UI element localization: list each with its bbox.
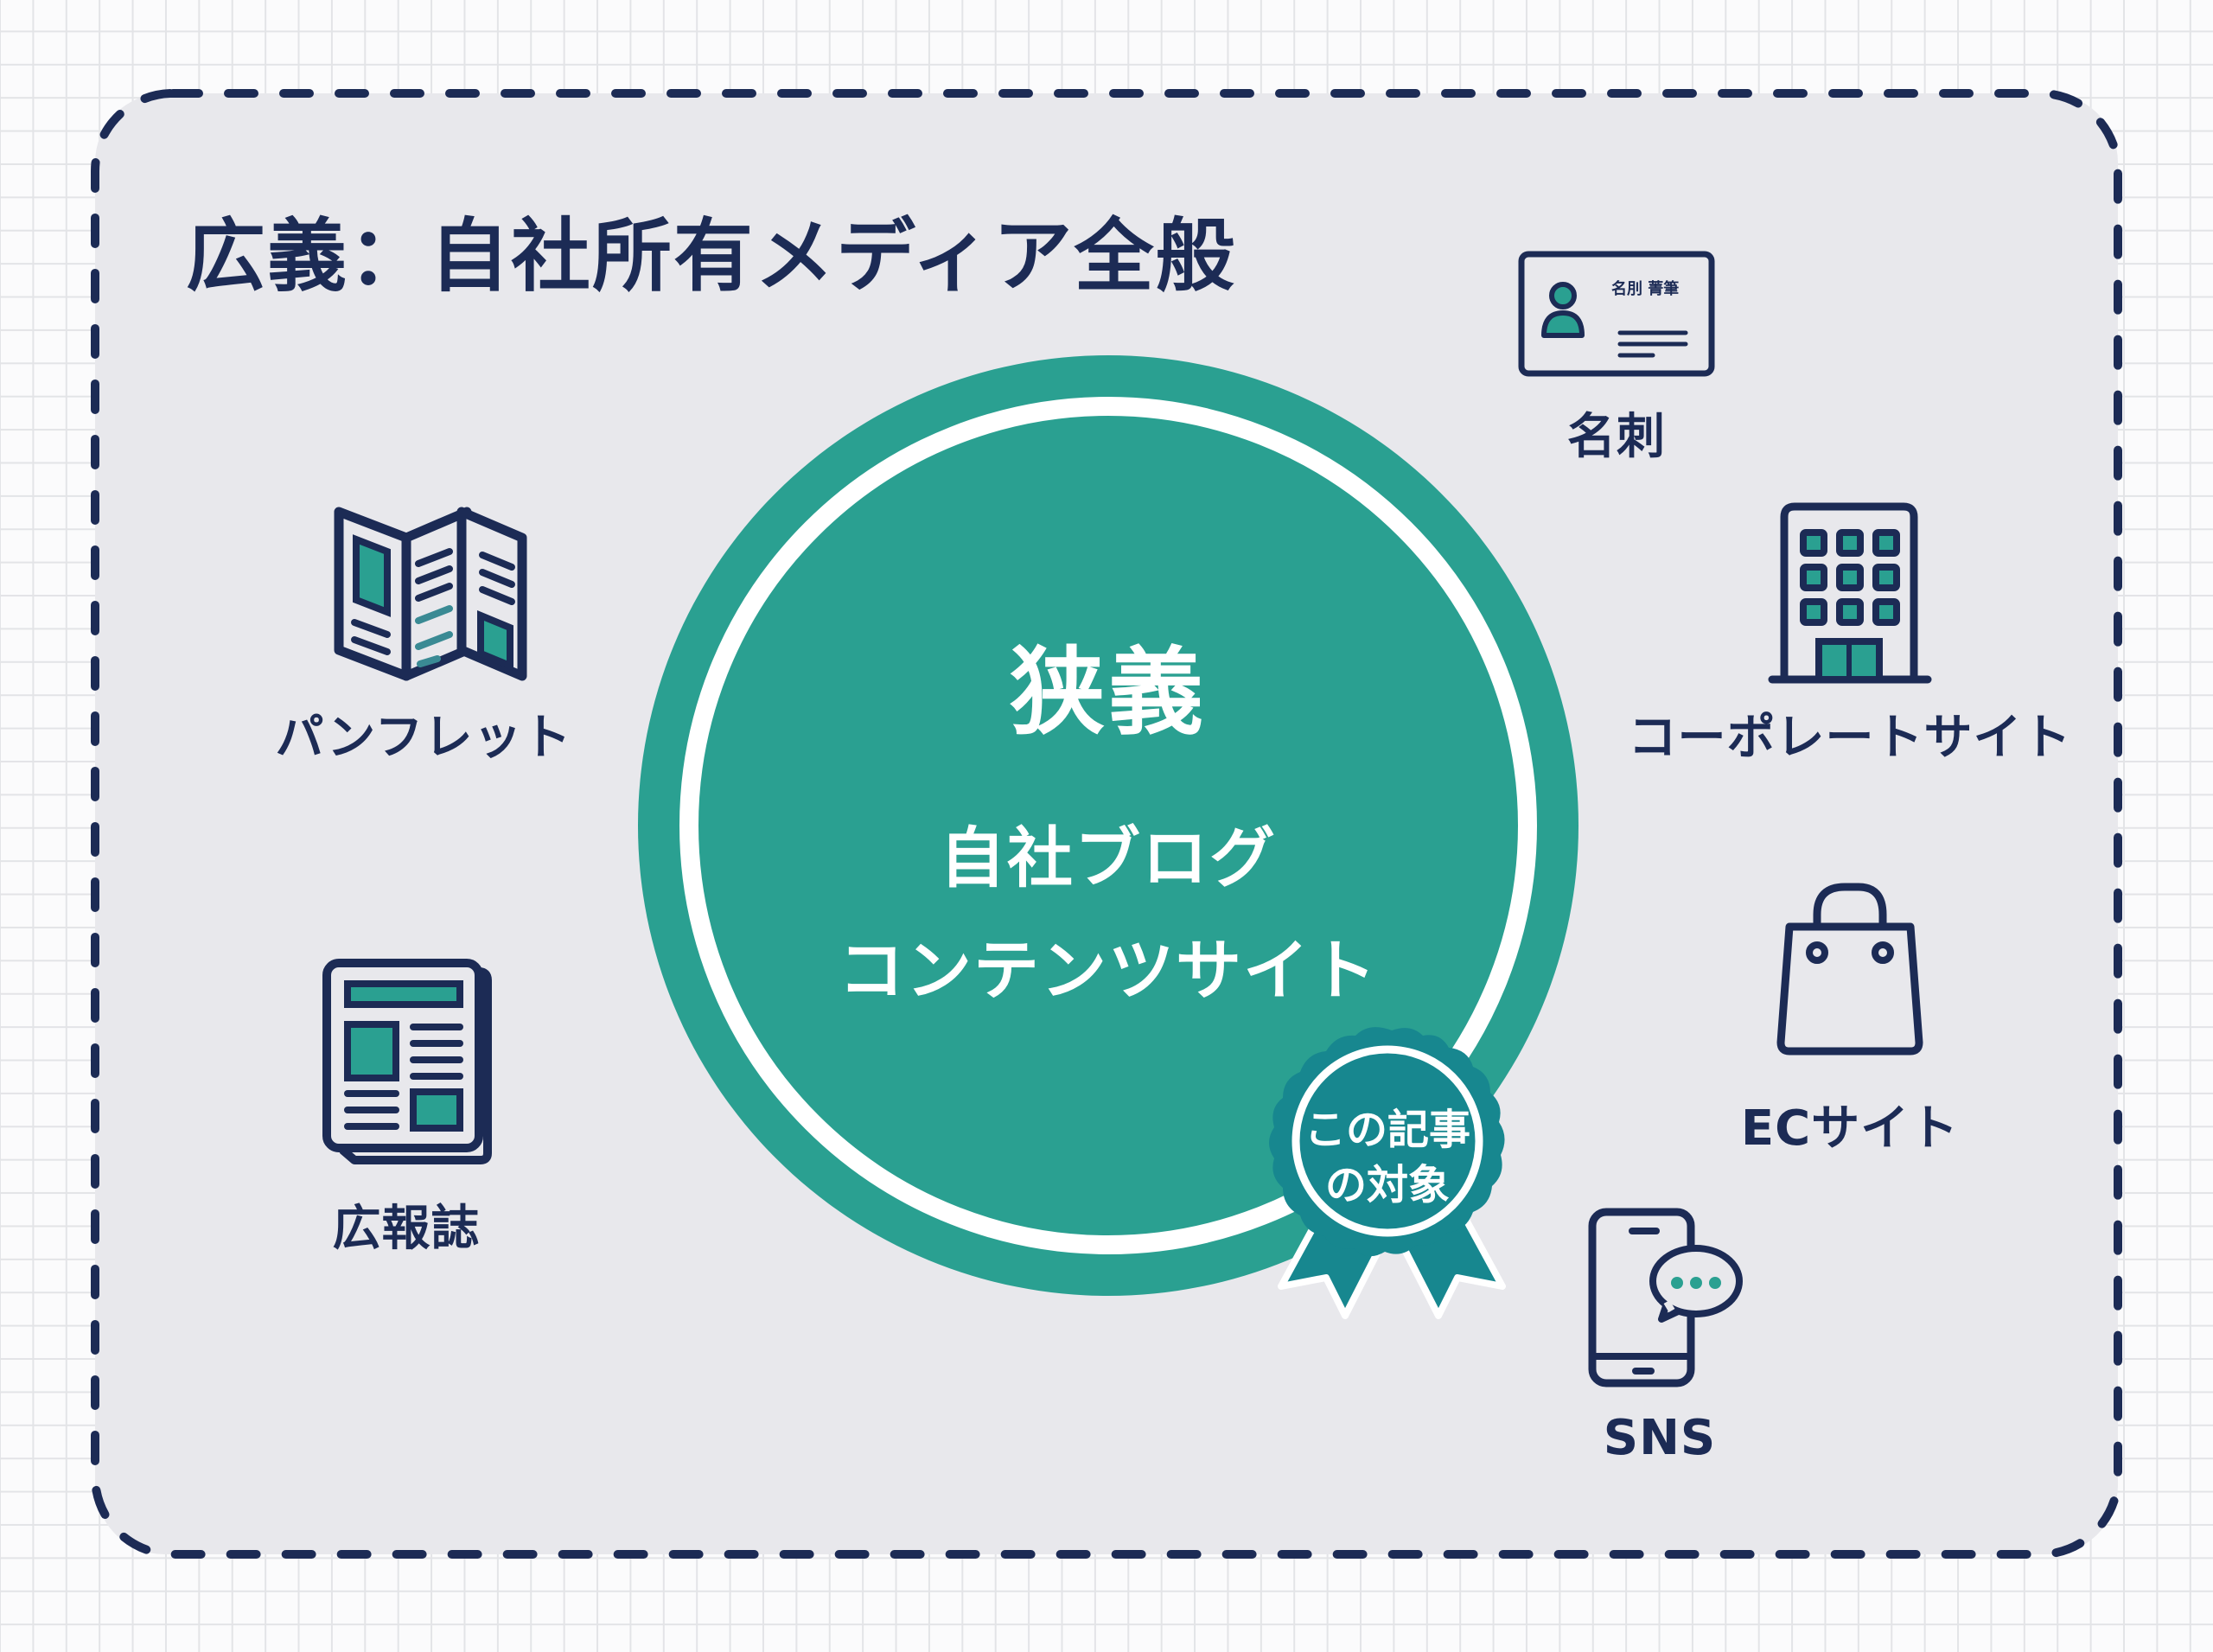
- article-target-badge: この記事 の対象: [1262, 1011, 1521, 1331]
- narrow-scope-title: 狭義: [1010, 637, 1207, 748]
- item-ec-site: ECサイト: [1720, 873, 1980, 1159]
- item-label: ECサイト: [1740, 1100, 1960, 1157]
- newsletter-icon: [322, 959, 492, 1164]
- smartphone-chat-icon: [1588, 1208, 1743, 1387]
- badge-text: この記事 の対象: [1258, 1102, 1517, 1213]
- badge-line: の対象: [1324, 1161, 1450, 1209]
- brochure-icon: [334, 507, 527, 681]
- item-label: コーポレートサイト: [1628, 710, 2072, 766]
- business-card-icon: 名刖 菁筆: [1518, 251, 1715, 377]
- narrow-scope-line: 自社ブログ: [940, 820, 1277, 896]
- item-business-card: 名刖 菁筆 名刺: [1504, 249, 1729, 468]
- item-label: パンフレット: [275, 710, 572, 766]
- broad-scope-title: 広義：自社所有メディア全般: [186, 210, 1237, 303]
- building-icon: [1768, 502, 1932, 684]
- narrow-scope-line: コンテンツサイト: [839, 932, 1378, 1009]
- item-sns: SNS: [1573, 1205, 1746, 1466]
- item-newsletter: 広報誌: [251, 958, 562, 1260]
- item-label: 広報誌: [332, 1201, 481, 1257]
- item-corporate-site: コーポレートサイト: [1617, 494, 2083, 769]
- rosette-ribbon-icon: [1269, 1027, 1506, 1319]
- item-label: 名刺: [1567, 409, 1666, 465]
- shopping-bag-icon: [1776, 883, 1923, 1056]
- item-pamphlet: パンフレット: [251, 501, 596, 769]
- card-name-text: 名刖 菁筆: [1611, 279, 1679, 298]
- badge-line: この記事: [1304, 1106, 1470, 1154]
- item-label: SNS: [1603, 1410, 1717, 1466]
